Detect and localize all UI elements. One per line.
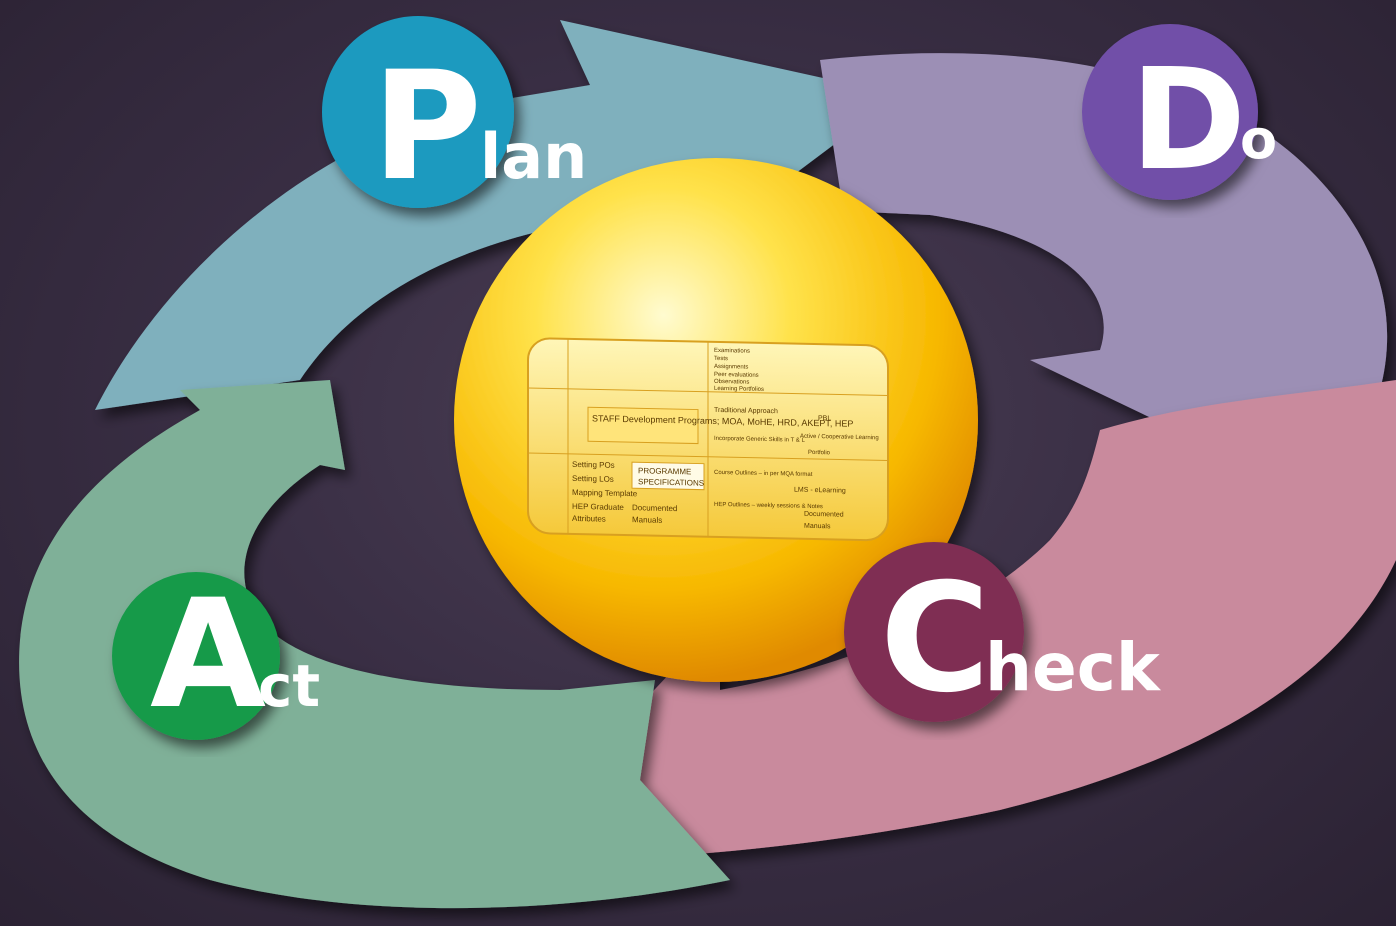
cell-mapping: Mapping Template <box>572 488 638 498</box>
cell-incorporate: Incorporate Generic Skills in T & L <box>714 436 805 444</box>
cell-pbl: PBL <box>818 415 831 422</box>
act-circle <box>112 572 280 740</box>
cell-traditional: Traditional Approach <box>714 407 778 415</box>
act-cap: A <box>150 568 266 742</box>
cell-documented-1: Documented <box>632 503 677 513</box>
check-cap: C <box>880 552 990 726</box>
cell-manuals-2: Manuals <box>804 523 831 531</box>
check-label: C heck <box>844 542 1162 726</box>
cell-setting-los: Setting LOs <box>572 474 614 484</box>
cell-active: Active / Cooperative Learning <box>800 434 879 442</box>
check-circle <box>844 542 1024 722</box>
cell-manuals-1: Manuals <box>632 515 662 525</box>
cell-exams: Examinations <box>714 348 750 355</box>
do-cap: D <box>1130 39 1246 202</box>
check-rest: heck <box>985 629 1162 706</box>
cell-setting-pos: Setting POs <box>572 460 615 470</box>
do-label: D o <box>1082 24 1277 202</box>
act-label: A ct <box>112 568 320 742</box>
cell-portfolio: Portfolio <box>808 450 831 456</box>
cell-assignments: Assignments <box>714 364 748 371</box>
cell-documented-2: Documented <box>804 511 844 519</box>
cell-lms: LMS - eLearning <box>794 487 846 495</box>
plan-cap: P <box>372 40 482 214</box>
plan-rest: lan <box>480 120 587 193</box>
cell-prog-spec-1: PROGRAMME <box>638 466 691 476</box>
cell-tests: Tests <box>714 356 728 362</box>
plan-circle <box>322 16 514 208</box>
act-rest: ct <box>258 652 320 720</box>
act-arrow <box>19 380 730 909</box>
cell-learning-portfolios: Learning Portfolios <box>714 386 764 393</box>
do-rest: o <box>1240 108 1277 171</box>
cell-prog-spec-2: SPECIFICATIONS <box>638 477 704 487</box>
plan-label: P lan <box>322 16 587 214</box>
do-circle <box>1082 24 1258 200</box>
cell-attributes: Attributes <box>572 514 606 524</box>
process-table: STAFF Development Programs; MOA, MoHE, H… <box>527 337 889 542</box>
cell-observations: Observations <box>714 379 749 386</box>
do-arrow <box>820 53 1395 471</box>
cell-course-outlines: Course Outlines – in per MQA format <box>714 470 813 478</box>
cell-hep-graduate: HEP Graduate <box>572 502 624 512</box>
cell-hep-outlines: HEP Outlines – weekly sessions & Notes <box>714 502 823 510</box>
cell-peer: Peer evaluations <box>714 372 759 379</box>
plan-arrow <box>95 20 900 410</box>
